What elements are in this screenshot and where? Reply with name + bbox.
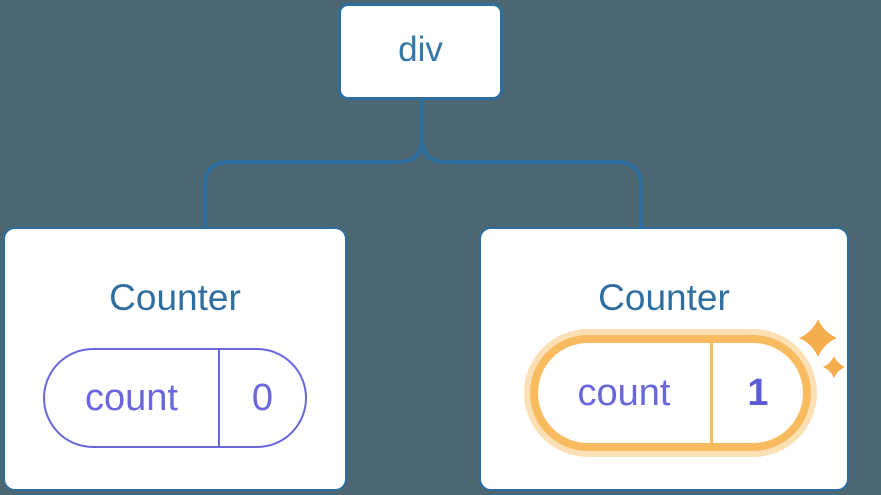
state-value-cell: 0: [220, 350, 305, 446]
state-name-label: count: [85, 376, 178, 419]
connector-branch-right: [420, 98, 643, 230]
component-card-counter-right: Counter count 1: [479, 227, 849, 491]
state-name-cell: count: [538, 343, 713, 443]
component-card-counter-left: Counter count 0: [3, 227, 347, 491]
state-value: 0: [251, 376, 274, 419]
state-pill-highlighted: count 1: [530, 335, 811, 451]
state-value-cell: 1: [713, 343, 803, 443]
sparkles-icon: [799, 319, 845, 378]
state-name-cell: count: [45, 350, 220, 446]
state-name-label: count: [577, 371, 671, 414]
sparkle-small-icon: [823, 356, 845, 378]
sparkle-large-icon: [799, 319, 837, 357]
state-value: 1: [747, 371, 769, 414]
component-title: Counter: [109, 277, 241, 318]
root-node: div: [338, 3, 503, 100]
root-node-label: div: [398, 29, 443, 69]
connector-branch-left: [203, 98, 424, 230]
state-pill: count 0: [43, 348, 307, 448]
component-title: Counter: [598, 277, 730, 318]
